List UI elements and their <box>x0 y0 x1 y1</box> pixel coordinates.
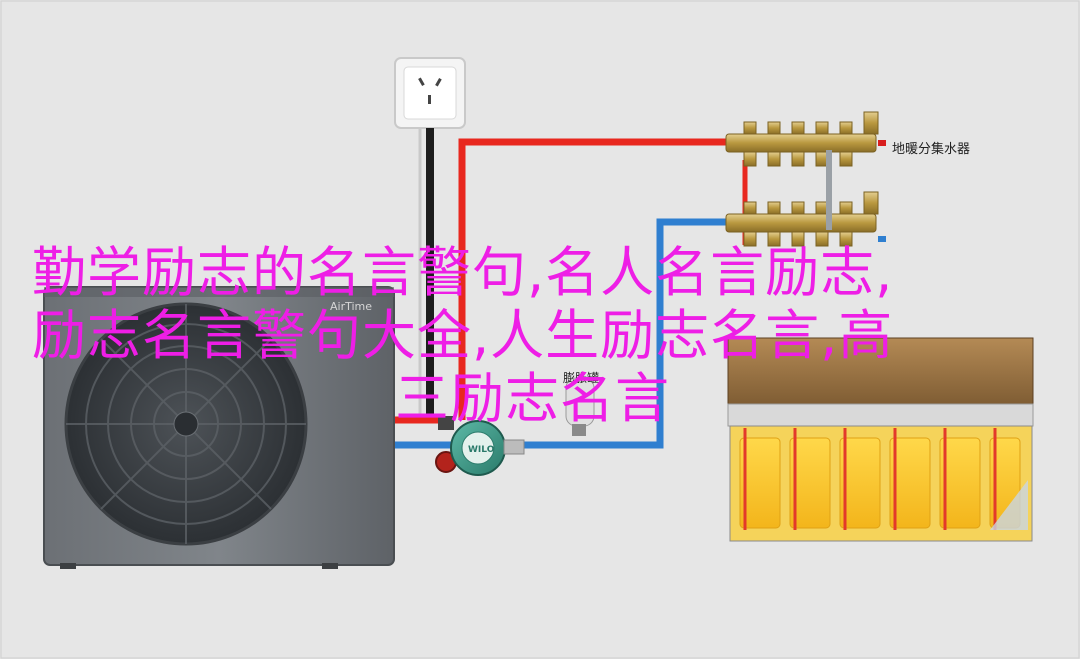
circulation-pump: WILO <box>435 416 525 476</box>
heat-pump-unit: AirTime <box>43 286 395 569</box>
cold-return-pipe <box>395 218 740 449</box>
manifold-bracket <box>826 150 832 230</box>
manifold-label: 地暖分集水器 <box>892 141 970 157</box>
power-outlet <box>394 57 466 129</box>
floor-heating-panel <box>727 337 1034 542</box>
return-manifold <box>725 191 886 247</box>
pump-brand: WILO <box>468 445 495 455</box>
supply-manifold: 地暖分集水器 <box>725 111 970 167</box>
fan-hub <box>173 411 199 437</box>
insulation-layer <box>727 403 1034 427</box>
tank-label: 膨胀罐 <box>563 371 599 385</box>
wood-floor-layer <box>727 337 1034 407</box>
hot-supply-pipe <box>458 138 740 420</box>
expansion-tank: 膨胀罐 <box>563 371 599 436</box>
unit-brand: AirTime <box>330 300 372 313</box>
